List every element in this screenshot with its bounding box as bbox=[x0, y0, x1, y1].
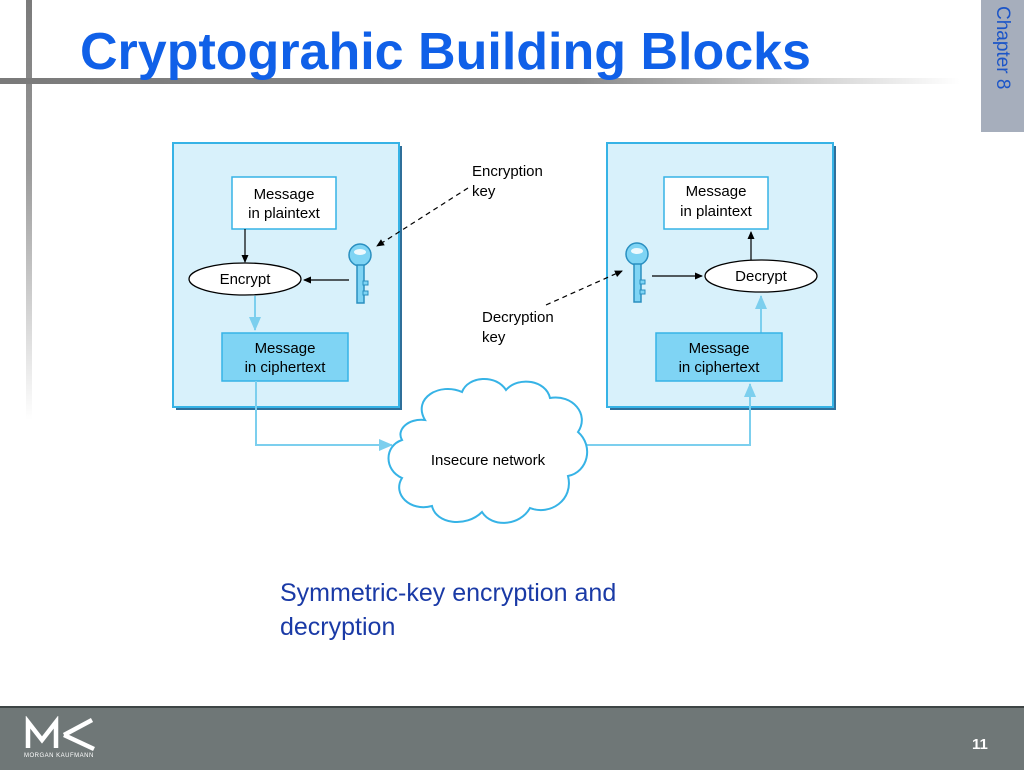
footer-bar: MORGAN KAUFMANN 11 bbox=[0, 706, 1024, 770]
receiver-plaintext-label-1: Message bbox=[686, 183, 747, 200]
sender-ciphertext-box: Message in ciphertext bbox=[221, 332, 349, 382]
frame-vertical-bar bbox=[26, 0, 32, 420]
insecure-network-label: Insecure network bbox=[431, 452, 546, 469]
sender-ciphertext-label-1: Message bbox=[255, 340, 316, 357]
arrow-network-to-receiver bbox=[582, 383, 756, 446]
frame-horizontal-bar bbox=[0, 78, 960, 84]
receiver-plaintext-box: Message in plaintext bbox=[663, 176, 769, 230]
decryption-key-pointer bbox=[545, 270, 623, 306]
encryption-key-label-1: Encryption bbox=[472, 163, 543, 180]
encrypt-label: Encrypt bbox=[220, 271, 272, 288]
chapter-tab: Chapter 8 bbox=[981, 0, 1024, 132]
insecure-network-cloud: Insecure network bbox=[387, 377, 588, 524]
diagram-caption: Symmetric-key encryption and decryption bbox=[280, 579, 617, 641]
receiver-plaintext-label-2: in plaintext bbox=[680, 203, 753, 220]
logo-text: MORGAN KAUFMANN bbox=[24, 753, 94, 759]
arrow-sender-to-network bbox=[255, 381, 393, 451]
sender-ciphertext-label-2: in ciphertext bbox=[245, 359, 327, 376]
sender-plaintext-box: Message in plaintext bbox=[231, 176, 337, 230]
receiver-ciphertext-label-1: Message bbox=[689, 340, 750, 357]
symmetric-key-diagram: Message in plaintext Encrypt Message in … bbox=[172, 142, 836, 524]
encryption-key-label-2: key bbox=[472, 183, 496, 200]
page-number: 11 bbox=[972, 736, 988, 753]
sender-plaintext-label-2: in plaintext bbox=[248, 205, 321, 222]
receiver-ciphertext-box: Message in ciphertext bbox=[655, 332, 783, 382]
mk-logo bbox=[25, 716, 95, 752]
receiver-ciphertext-label-2: in ciphertext bbox=[679, 359, 761, 376]
chapter-label: Chapter 8 bbox=[992, 6, 1013, 90]
decrypt-node: Decrypt bbox=[704, 259, 818, 293]
encrypt-node: Encrypt bbox=[188, 262, 302, 296]
decryption-key-label-1: Decryption bbox=[482, 309, 554, 326]
decrypt-label: Decrypt bbox=[735, 268, 788, 285]
sender-plaintext-label-1: Message bbox=[254, 186, 315, 203]
slide-title: Cryptograhic Building Blocks bbox=[80, 23, 811, 81]
decryption-key-label-2: key bbox=[482, 329, 506, 346]
